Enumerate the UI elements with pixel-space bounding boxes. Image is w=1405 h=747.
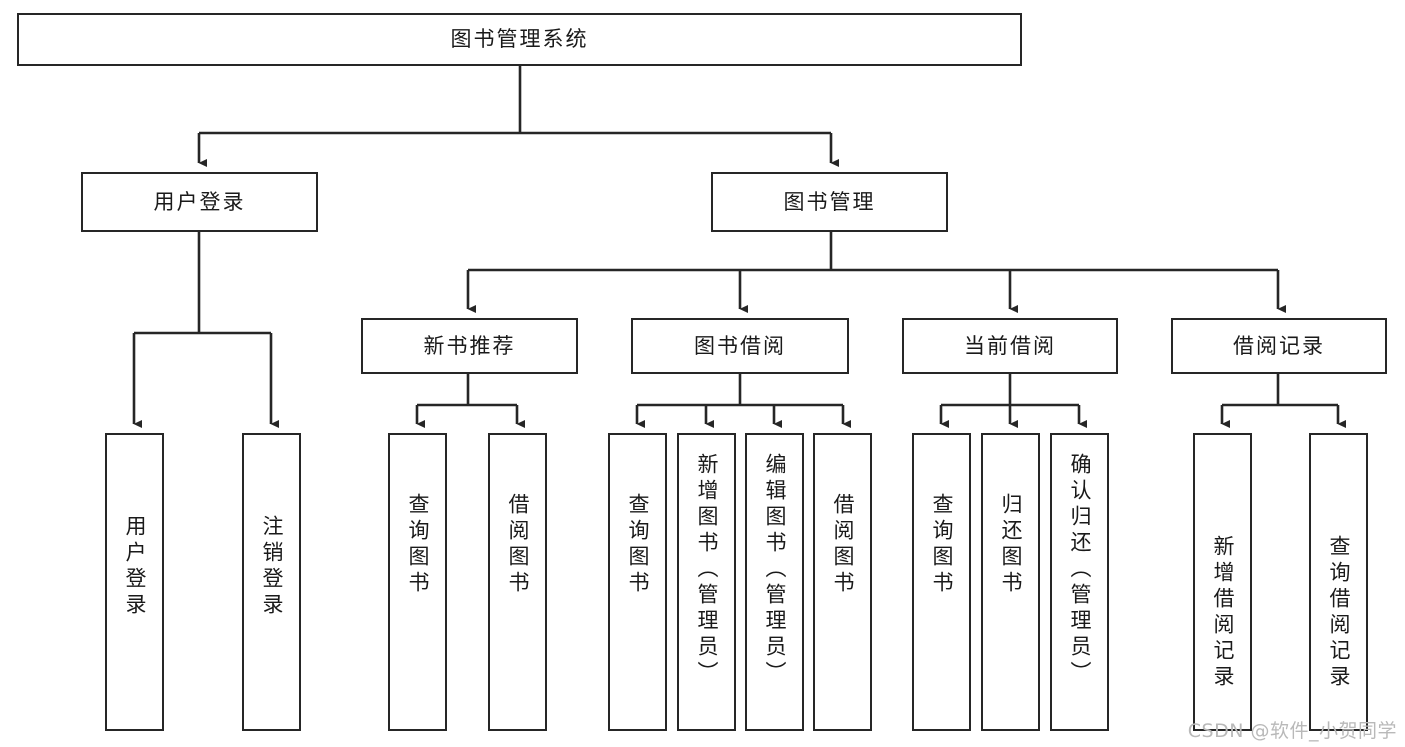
leaf-current-confirm-return-admin[interactable]: 确认归还（管理员） <box>1050 433 1109 731</box>
node-label: 新书推荐 <box>423 333 516 358</box>
leaf-records-add-record[interactable]: 新增借阅记录 <box>1193 433 1252 731</box>
node-label: 查询图书 <box>626 493 650 597</box>
csdn-watermark: CSDN @软件_小贺同学 <box>1187 720 1397 742</box>
node-label: 归还图书 <box>999 493 1023 597</box>
node-borrow-records[interactable]: 借阅记录 <box>1171 318 1387 374</box>
node-label: 图书借阅 <box>694 333 786 358</box>
leaf-user-login-login[interactable]: 用户登录 <box>105 433 164 731</box>
leaf-borrow-add-book-admin[interactable]: 新增图书（管理员） <box>677 433 736 731</box>
node-label: 借阅图书 <box>506 493 530 597</box>
node-label: 借阅图书 <box>831 493 855 597</box>
node-user-login[interactable]: 用户登录 <box>81 172 318 232</box>
leaf-current-query-book[interactable]: 查询图书 <box>912 433 971 731</box>
node-label: 新增图书（管理员） <box>695 453 719 687</box>
node-label: 注销登录 <box>260 515 284 619</box>
node-label: 用户登录 <box>153 189 246 214</box>
node-book-management[interactable]: 图书管理 <box>711 172 948 232</box>
node-label: 用户登录 <box>123 515 147 619</box>
node-current-borrow[interactable]: 当前借阅 <box>902 318 1118 374</box>
node-label: 查询借阅记录 <box>1327 535 1351 691</box>
node-root-system[interactable]: 图书管理系统 <box>17 13 1022 66</box>
leaf-borrow-borrow-book[interactable]: 借阅图书 <box>813 433 872 731</box>
node-label: 确认归还（管理员） <box>1068 453 1092 687</box>
node-label: 借阅记录 <box>1233 333 1325 358</box>
node-label: 图书管理 <box>783 189 876 214</box>
leaf-current-return-book[interactable]: 归还图书 <box>981 433 1040 731</box>
node-new-book-recommend[interactable]: 新书推荐 <box>361 318 578 374</box>
leaf-recommend-query-book[interactable]: 查询图书 <box>388 433 447 731</box>
leaf-borrow-edit-book-admin[interactable]: 编辑图书（管理员） <box>745 433 804 731</box>
node-label: 图书管理系统 <box>450 27 589 52</box>
leaf-user-login-logout[interactable]: 注销登录 <box>242 433 301 731</box>
node-label: 查询图书 <box>406 493 430 597</box>
node-label: 查询图书 <box>930 493 954 597</box>
node-book-borrow[interactable]: 图书借阅 <box>631 318 849 374</box>
leaf-records-query-record[interactable]: 查询借阅记录 <box>1309 433 1368 731</box>
node-label: 新增借阅记录 <box>1211 535 1235 691</box>
node-label: 当前借阅 <box>964 333 1056 358</box>
leaf-borrow-query-book[interactable]: 查询图书 <box>608 433 667 731</box>
leaf-recommend-borrow-book[interactable]: 借阅图书 <box>488 433 547 731</box>
node-label: 编辑图书（管理员） <box>763 453 787 687</box>
